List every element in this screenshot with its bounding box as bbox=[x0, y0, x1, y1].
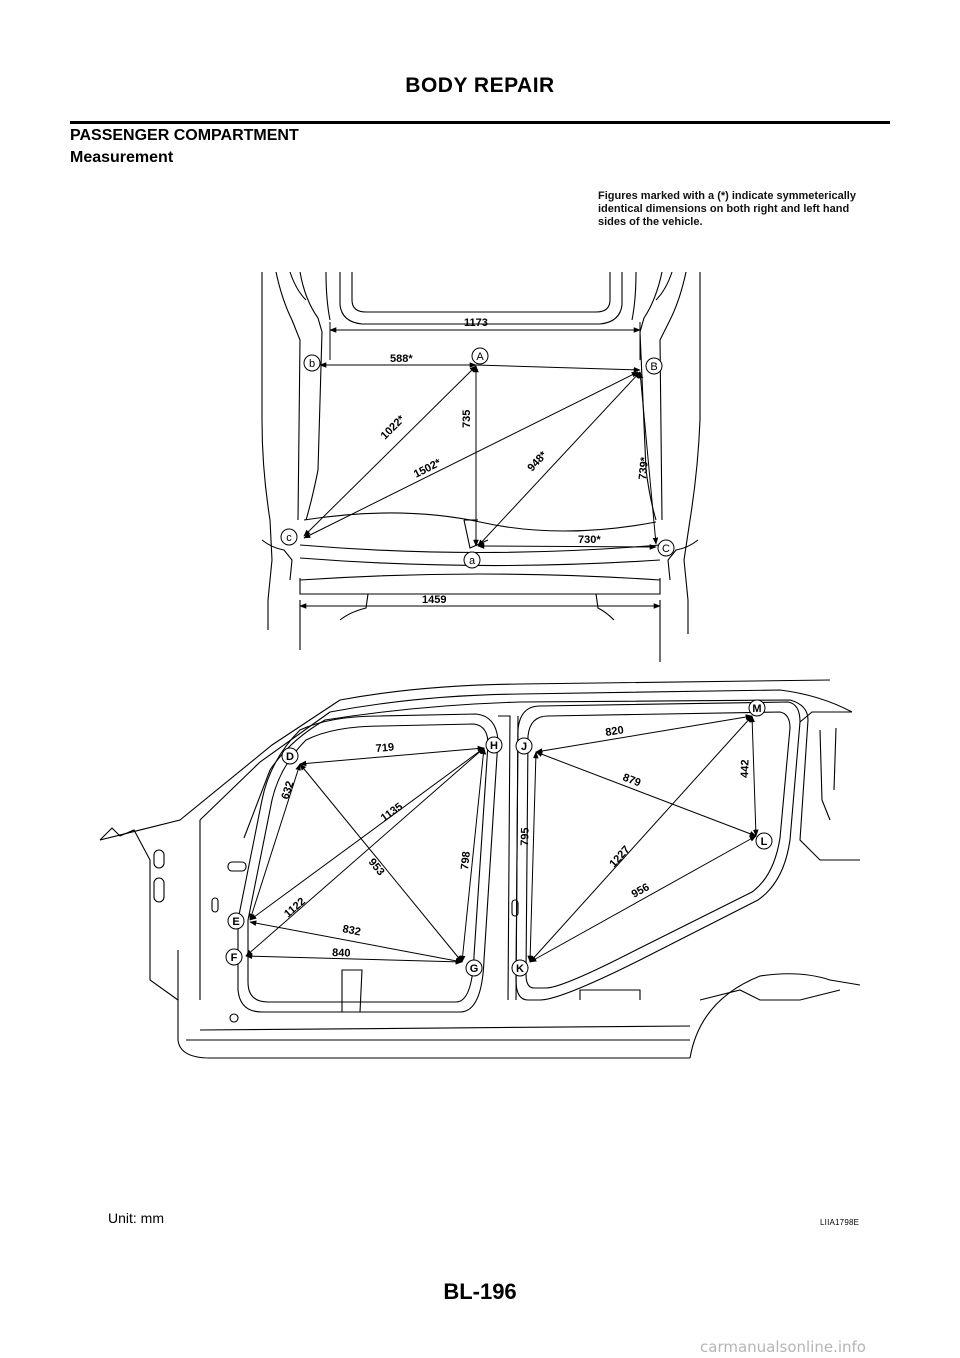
point-F: F bbox=[225, 948, 243, 966]
dim-line-879 bbox=[535, 751, 757, 837]
note-line-3: sides of the vehicle. bbox=[598, 216, 703, 228]
svg-text:c: c bbox=[286, 532, 292, 544]
dim-label-832: 832 bbox=[341, 923, 361, 938]
dim-line-795 bbox=[527, 751, 539, 963]
top-view-dimension-lines bbox=[299, 322, 661, 609]
dim-line-730 bbox=[477, 543, 657, 550]
dim-label-795: 795 bbox=[519, 827, 532, 846]
svg-text:L: L bbox=[761, 836, 768, 848]
page-number: BL-196 bbox=[443, 1279, 517, 1304]
dim-label-1227: 1227 bbox=[607, 844, 632, 870]
dim-label-735: 735 bbox=[461, 410, 473, 428]
dim-line-1122 bbox=[245, 747, 485, 957]
dim-label-956: 956 bbox=[630, 881, 652, 900]
dim-label-820: 820 bbox=[605, 724, 625, 739]
point-G: G bbox=[465, 959, 483, 977]
svg-text:J: J bbox=[521, 741, 527, 753]
dim-line-b-B bbox=[475, 364, 641, 373]
dim-line-1022 bbox=[303, 365, 477, 537]
svg-text:E: E bbox=[232, 916, 239, 928]
point-C: C bbox=[657, 539, 675, 557]
dim-label-739: 739* bbox=[637, 456, 651, 480]
dim-label-588: 588* bbox=[390, 353, 413, 365]
point-E: E bbox=[227, 912, 245, 930]
watermark-link[interactable]: carmanualsonline.info bbox=[700, 1338, 866, 1356]
dim-label-798: 798 bbox=[459, 851, 473, 871]
symmetry-note: Figures marked with a (*) indicate symme… bbox=[598, 190, 898, 229]
svg-text:A: A bbox=[476, 351, 484, 363]
svg-text:a: a bbox=[469, 555, 476, 567]
note-line-1: Figures marked with a (*) indicate symme… bbox=[598, 190, 856, 202]
figure-id: LIIA1798E bbox=[820, 1218, 860, 1227]
svg-text:B: B bbox=[650, 361, 657, 373]
note-line-2: identical dimensions on both right and l… bbox=[598, 203, 850, 215]
point-L: L bbox=[755, 832, 773, 850]
point-A: A bbox=[471, 347, 489, 365]
point-b: b bbox=[303, 354, 321, 372]
dim-label-632: 632 bbox=[279, 780, 296, 801]
point-a: a bbox=[463, 551, 481, 569]
svg-text:b: b bbox=[309, 358, 315, 370]
dim-line-1502 bbox=[303, 371, 639, 539]
dim-line-840 bbox=[245, 953, 463, 965]
dim-label-948: 948* bbox=[525, 449, 550, 474]
dim-label-879: 879 bbox=[621, 772, 642, 790]
dim-line-956 bbox=[529, 835, 757, 963]
dim-line-948 bbox=[477, 371, 641, 547]
dim-label-719: 719 bbox=[375, 741, 394, 755]
point-M: M bbox=[748, 699, 766, 717]
point-J: J bbox=[515, 737, 533, 755]
dim-line-739 bbox=[637, 371, 659, 545]
side-view-points: D E F G H J K L M bbox=[225, 699, 773, 977]
top-view-points: A B C a b c bbox=[280, 347, 675, 569]
dim-line-1227 bbox=[529, 715, 753, 963]
svg-text:F: F bbox=[231, 952, 238, 964]
dim-label-1502: 1502* bbox=[412, 457, 444, 481]
svg-text:H: H bbox=[490, 740, 498, 752]
page-header-title: BODY REPAIR bbox=[405, 74, 555, 97]
svg-text:K: K bbox=[516, 963, 524, 975]
point-c: c bbox=[280, 528, 298, 546]
dim-label-840: 840 bbox=[332, 947, 351, 960]
svg-text:C: C bbox=[662, 543, 670, 555]
dim-label-442: 442 bbox=[739, 759, 752, 778]
side-view-dimension-lines bbox=[245, 714, 759, 965]
dim-label-1459: 1459 bbox=[422, 594, 446, 606]
point-H: H bbox=[485, 736, 503, 754]
section-title: PASSENGER COMPARTMENT bbox=[70, 127, 299, 144]
unit-label: Unit: mm bbox=[108, 1210, 164, 1226]
point-K: K bbox=[511, 959, 529, 977]
point-D: D bbox=[281, 747, 299, 765]
dim-line-1135 bbox=[249, 747, 485, 921]
dim-label-1173: 1173 bbox=[464, 317, 488, 329]
svg-text:D: D bbox=[286, 751, 294, 763]
subsection-title: Measurement bbox=[70, 149, 174, 166]
dim-line-820 bbox=[535, 714, 753, 754]
dim-label-730: 730* bbox=[578, 534, 601, 546]
header-divider bbox=[70, 121, 890, 124]
side-view-outline bbox=[99, 679, 861, 1059]
dim-label-1122: 1122 bbox=[282, 896, 308, 921]
svg-text:G: G bbox=[470, 963, 479, 975]
point-B: B bbox=[645, 357, 663, 375]
svg-text:M: M bbox=[752, 703, 761, 715]
dim-line-442 bbox=[749, 715, 759, 837]
dim-label-953: 953 bbox=[366, 856, 387, 878]
